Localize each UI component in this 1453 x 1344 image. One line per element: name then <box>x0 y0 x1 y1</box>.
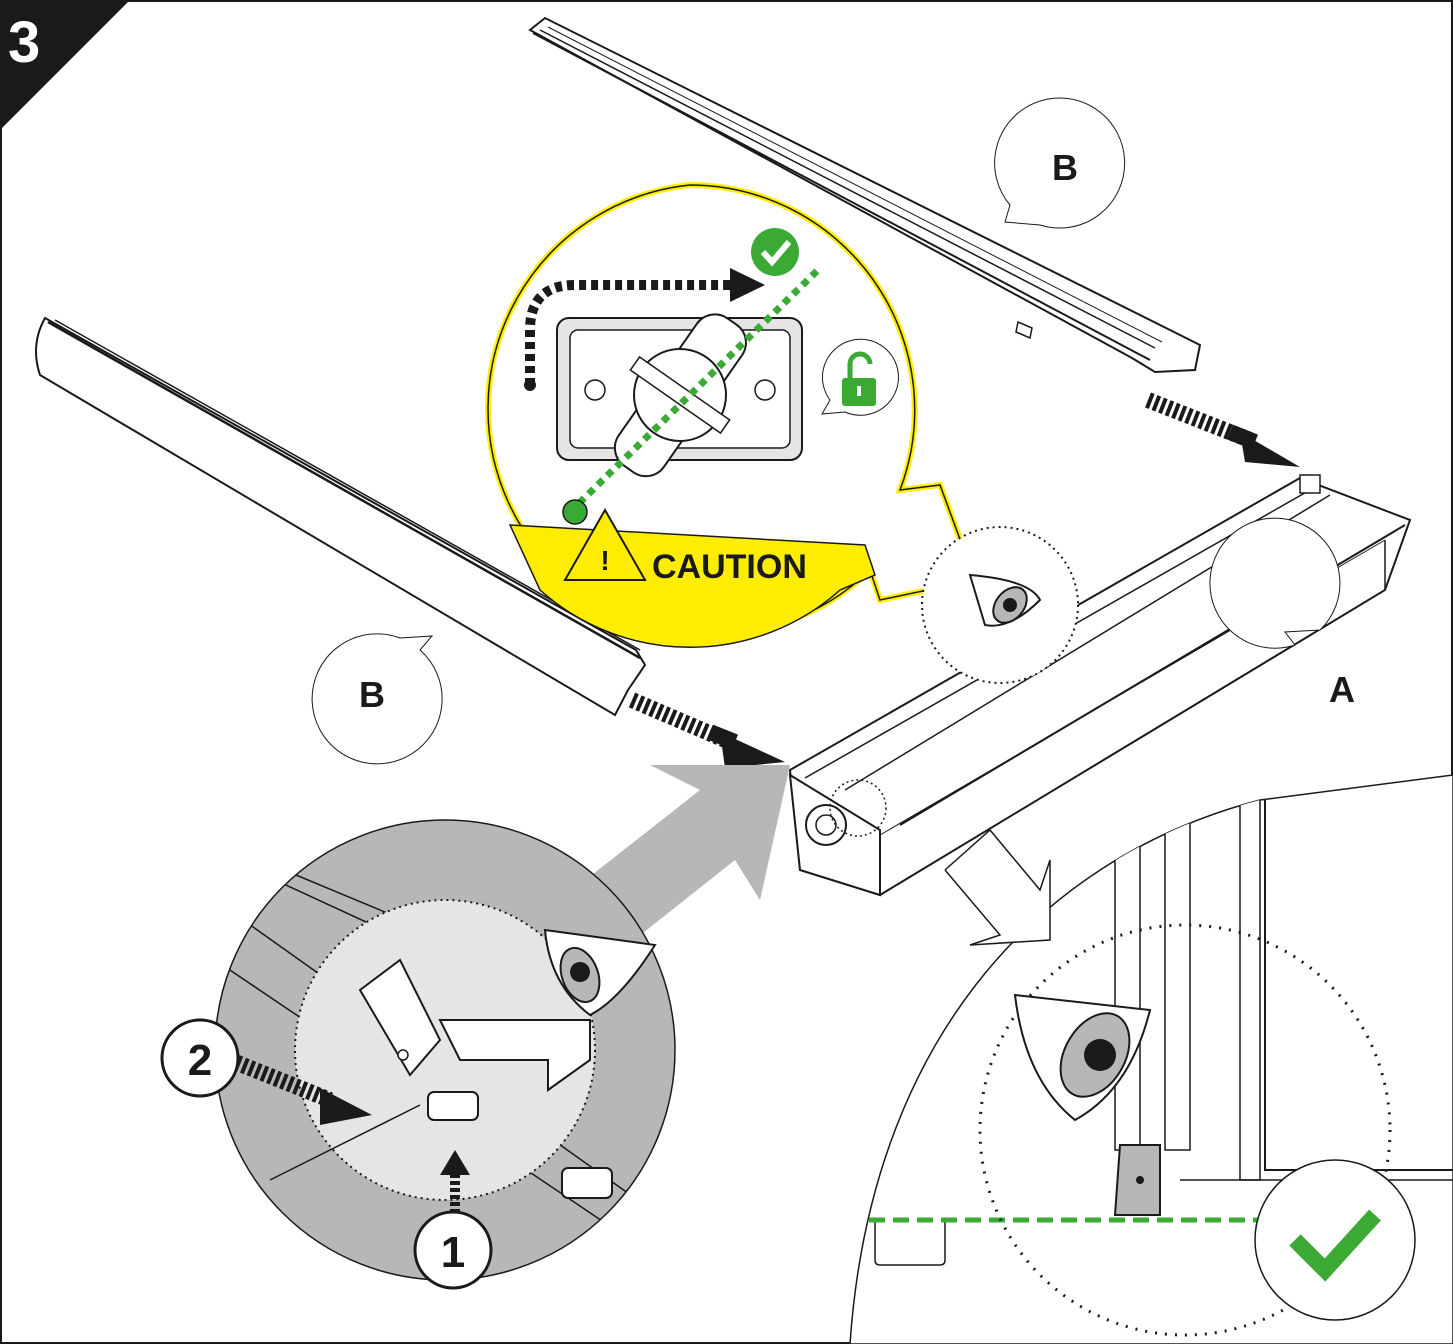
callout-a: A <box>1209 517 1355 710</box>
pointer-arrow <box>944 828 1051 946</box>
caution-text: CAUTION <box>652 548 807 586</box>
arrow-step-2 <box>227 1052 333 1108</box>
step-number-badge: 3 <box>0 0 130 130</box>
label-a: A <box>1329 669 1355 710</box>
clip-detail <box>214 819 676 1281</box>
callout-b-top: B <box>994 97 1126 229</box>
warning-mark: ! <box>600 545 609 576</box>
step-badge-1: 1 <box>413 1210 493 1290</box>
unlock-icon <box>821 338 899 416</box>
callout-b-left: B <box>311 633 443 765</box>
arrow-rail-top-to-beam <box>1145 392 1300 467</box>
label-step-1: 1 <box>441 1228 465 1277</box>
rotation-arrow <box>525 280 740 385</box>
label-b-top: B <box>1052 147 1078 188</box>
unlock-detail: ! CAUTION <box>485 181 980 648</box>
step-badge-2: 2 <box>160 1018 240 1098</box>
label-step-2: 2 <box>188 1036 212 1085</box>
step-number: 3 <box>8 10 40 75</box>
check-icon <box>751 228 799 276</box>
label-b-left: B <box>359 674 385 715</box>
check-icon <box>1254 1159 1416 1321</box>
arrow-rail-left-to-beam <box>628 692 785 768</box>
warning-triangle-icon <box>563 507 647 581</box>
rail-b-left <box>35 316 647 717</box>
green-alignment-line <box>567 265 823 515</box>
eye-view-small <box>921 526 1079 684</box>
rail-b-top <box>528 16 1202 374</box>
clip-knob <box>427 1091 479 1121</box>
alignment-detail-panel <box>849 774 1453 1344</box>
